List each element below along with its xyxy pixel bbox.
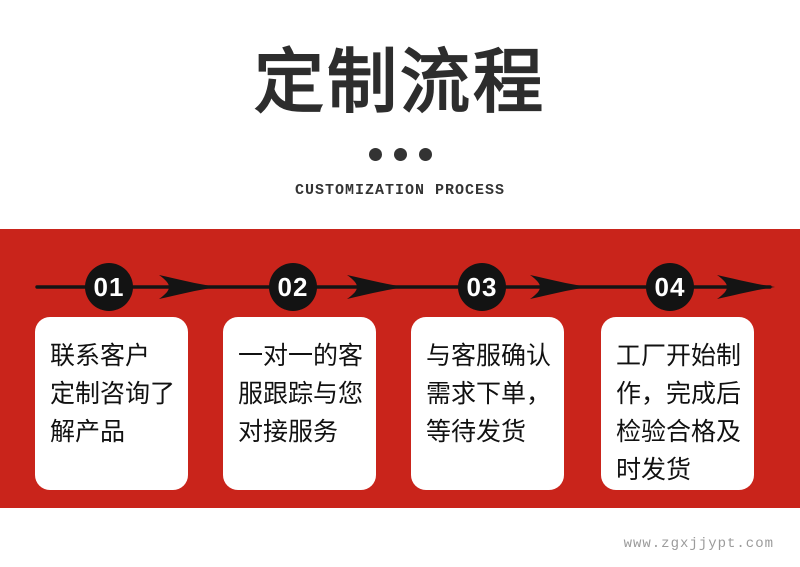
step-number-badge-4: 04: [646, 263, 694, 311]
step-number-badge-2: 02: [269, 263, 317, 311]
process-band: 01 02 03 04 联系客户 定制咨询了 解产品 一对一的客 服跟踪与您 对…: [0, 229, 800, 508]
step-number-badge-1: 01: [85, 263, 133, 311]
step-card-1: 联系客户 定制咨询了 解产品: [35, 317, 188, 490]
website-url: www.zgxjjypt.com: [623, 536, 774, 552]
ellipsis-dots-icon: [0, 148, 800, 161]
dot-icon: [368, 148, 382, 161]
page-title: 定制流程: [254, 43, 546, 121]
dot-icon: [393, 148, 407, 161]
footer-section: www.zgxjjypt.com: [0, 508, 800, 567]
step-number-badge-3: 03: [458, 263, 506, 311]
step-card-3: 与客服确认 需求下单， 等待发货: [411, 317, 564, 490]
header-section: 定制流程 CUSTOMIZATION PROCESS: [0, 0, 800, 229]
step-card-2: 一对一的客 服跟踪与您 对接服务: [223, 317, 376, 490]
page-subtitle: CUSTOMIZATION PROCESS: [294, 182, 506, 199]
dot-icon: [418, 148, 432, 161]
step-card-4: 工厂开始制 作，完成后 检验合格及 时发货: [601, 317, 754, 490]
